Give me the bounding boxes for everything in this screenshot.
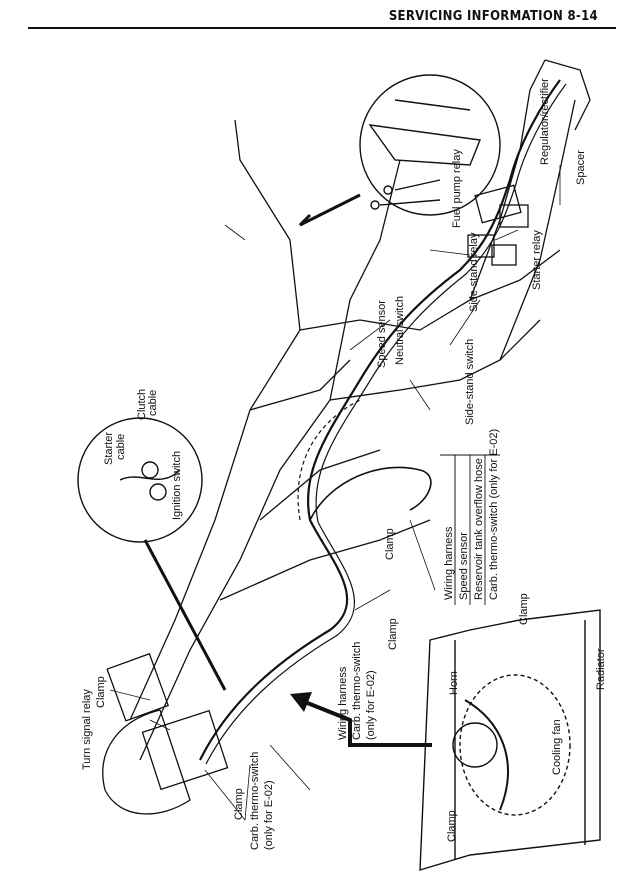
radiator-inset xyxy=(419,609,601,871)
label-side-stand-relay: Side-stand relay xyxy=(468,232,480,312)
label-clutch-cable: Clutch xyxy=(136,389,148,420)
label-clutch-cable-2: cable xyxy=(147,390,159,416)
spacer-detail-circle xyxy=(298,74,501,227)
label-clamp-mid: Clamp xyxy=(387,618,399,650)
label-wiring-harness-mid: Wiring harness xyxy=(337,666,349,740)
list-speed-sensor: Speed sensor xyxy=(458,532,470,600)
label-starter-relay: Starter relay xyxy=(531,230,543,290)
label-horn: Horn xyxy=(448,671,460,695)
label-clamp-center: Clamp xyxy=(384,528,396,560)
list-wiring-harness: Wiring harness xyxy=(443,526,455,600)
label-spacer: Spacer xyxy=(575,150,587,185)
label-clamp-radiator: Clamp xyxy=(446,810,458,842)
label-starter-cable-2: cable xyxy=(115,434,127,460)
cable-detail-circle xyxy=(77,417,227,691)
label-clamp-upper-left: Clamp xyxy=(95,676,107,708)
label-carb-thermo-switch-mid: Carb. thermo-switch xyxy=(351,642,363,740)
label-fuel-pump-relay: Fuel pump relay xyxy=(451,149,463,228)
label-carb-thermo-switch-left: Carb. thermo-switch xyxy=(249,752,261,850)
label-neutral-switch: Neutral switch xyxy=(394,296,406,365)
label-regulator-rectifier: Regulator/rectifier xyxy=(539,78,551,165)
label-speed-sensor: Speed sensor xyxy=(376,300,388,368)
label-side-stand-switch: Side-stand switch xyxy=(464,339,476,425)
label-only-e02-mid: (only for E-02) xyxy=(365,670,377,740)
list-carb-thermo-switch: Carb. thermo-switch (only for E-02) xyxy=(488,429,500,600)
label-turn-signal-relay: Turn signal relay xyxy=(81,689,93,770)
label-starter-cable: Starter xyxy=(103,432,115,465)
page-header-title: SERVICING INFORMATION 8-14 xyxy=(388,9,598,24)
relay-cluster xyxy=(467,184,529,266)
label-radiator: Radiator xyxy=(595,648,607,690)
label-cooling-fan: Cooling fan xyxy=(551,719,563,775)
harness-arrow xyxy=(290,692,432,747)
list-reservoir-hose: Reservoir tank overflow hose xyxy=(473,458,485,600)
label-ignition-switch: Ignition switch xyxy=(171,451,183,520)
component-list-box xyxy=(440,454,500,605)
label-clamp-list: Clamp xyxy=(518,593,530,625)
label-clamp-lower-left: Clamp xyxy=(233,788,245,820)
motorcycle-frame xyxy=(102,59,591,815)
label-only-e02-left: (only for E-02) xyxy=(263,780,275,850)
header-rule xyxy=(28,27,616,29)
